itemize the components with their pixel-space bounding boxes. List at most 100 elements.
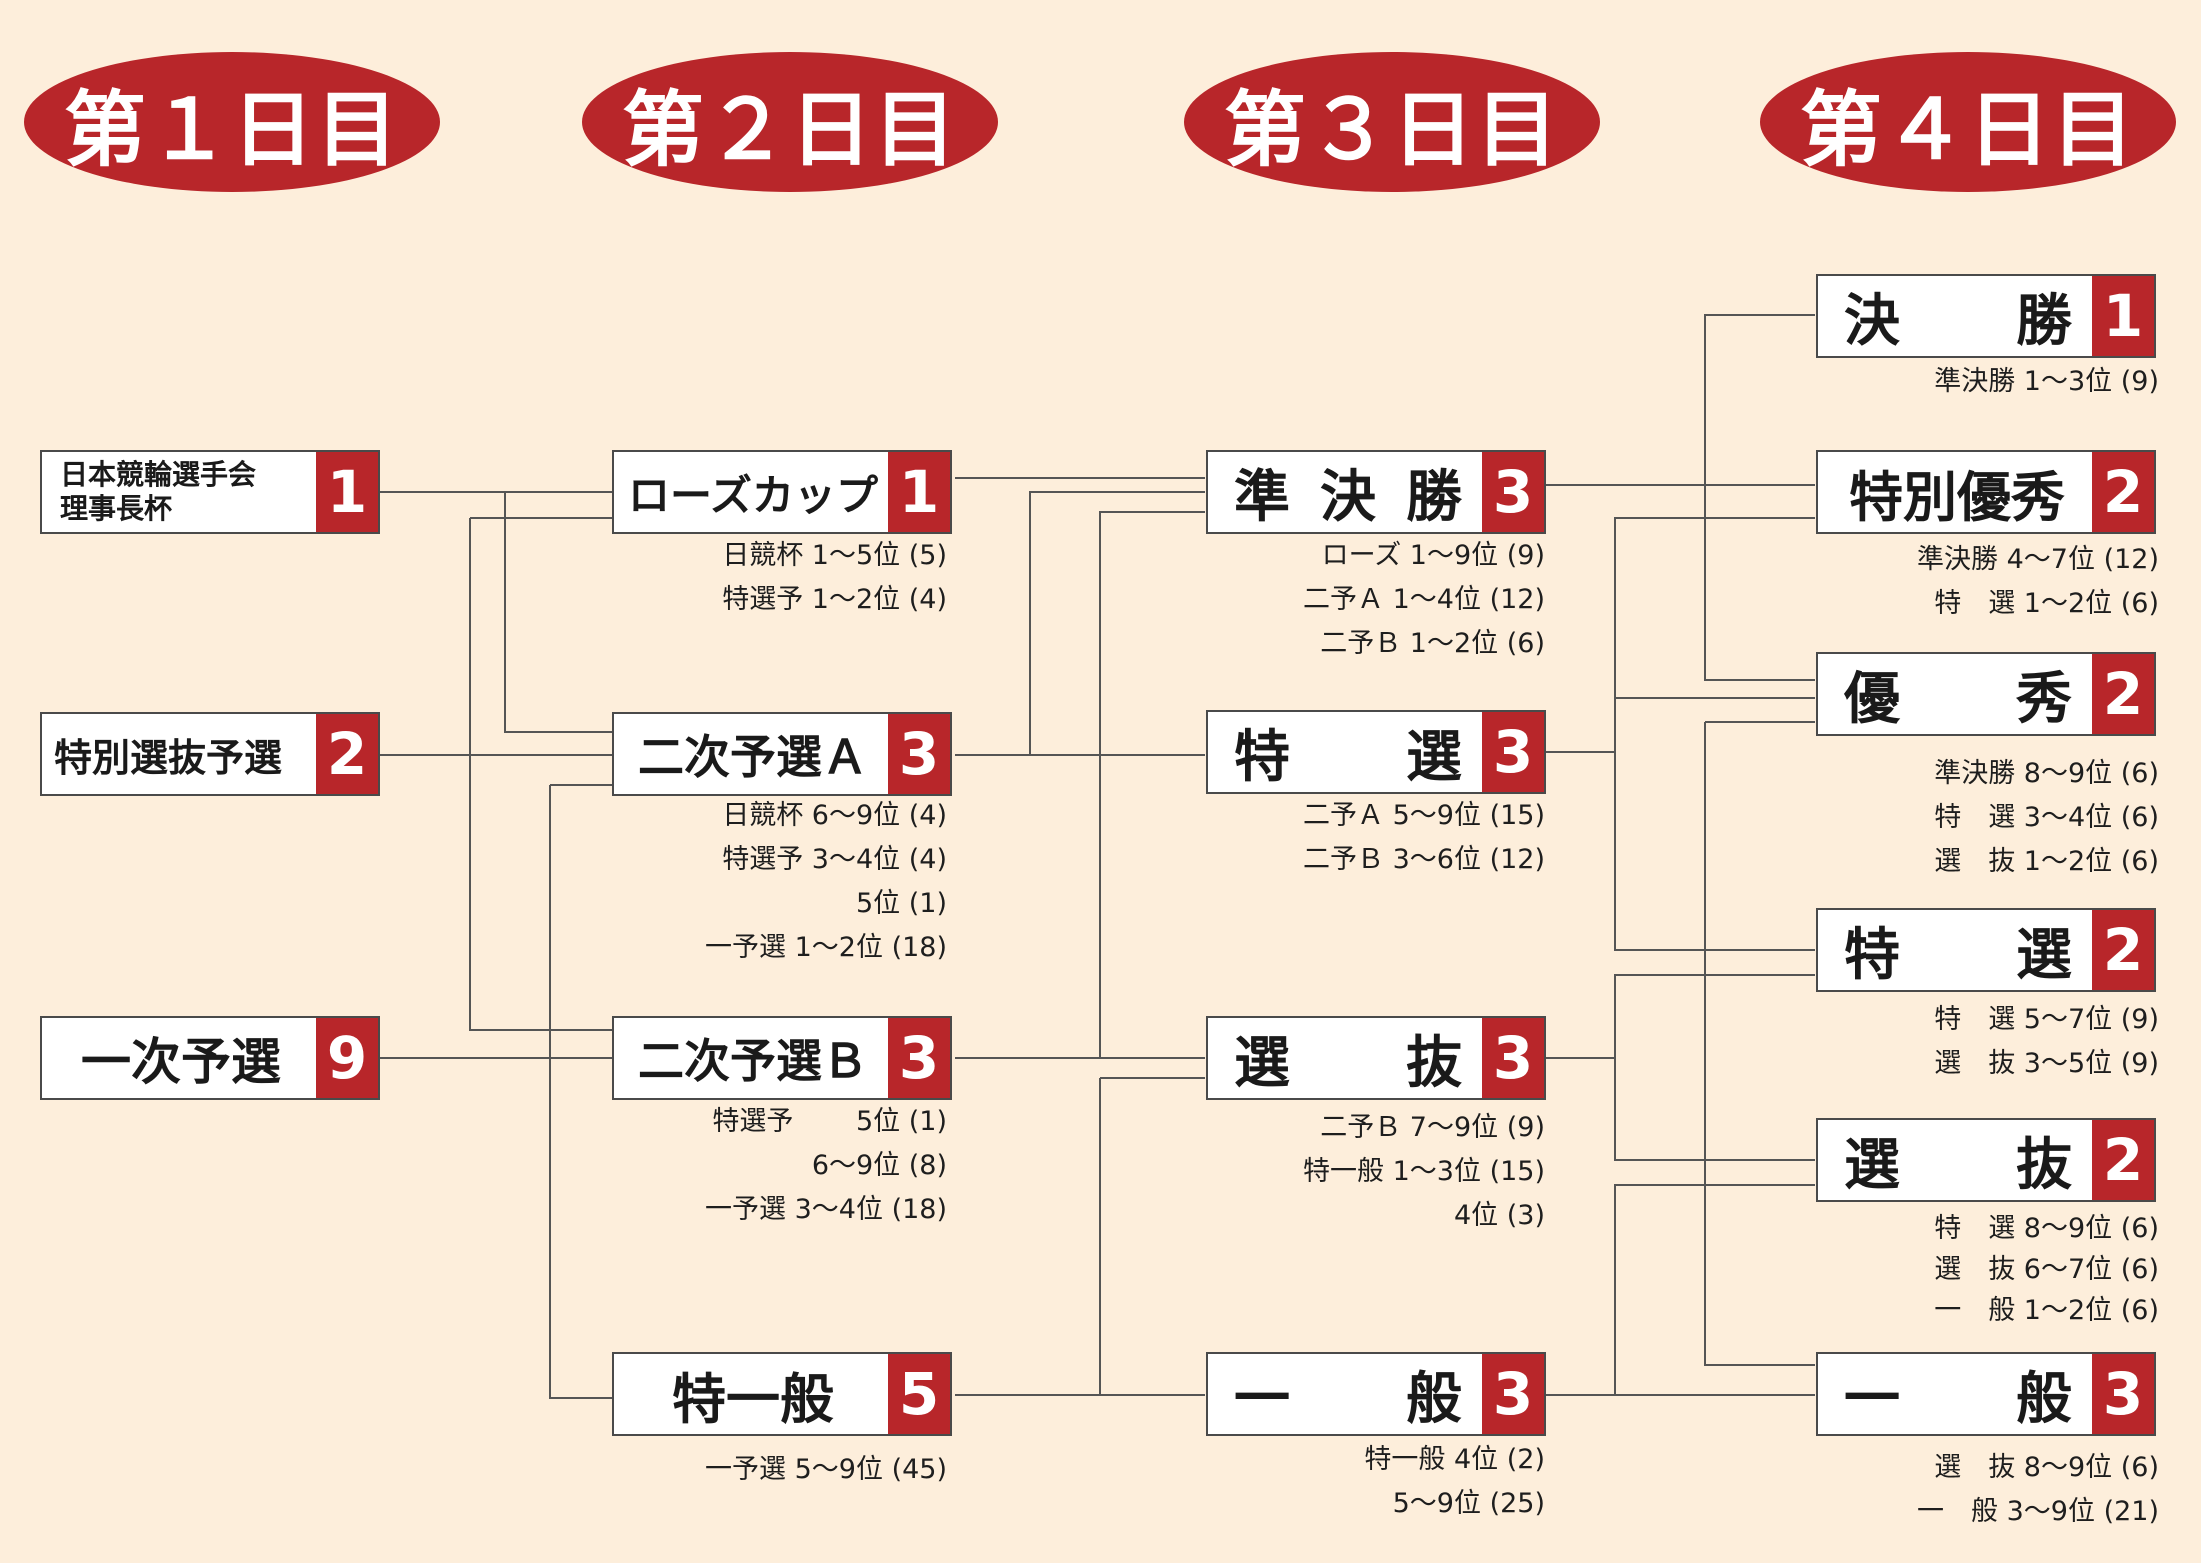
- race-count: 5: [888, 1354, 950, 1434]
- race-name-part: 般: [1406, 1366, 1462, 1432]
- connector-ichiji: [380, 784, 615, 1399]
- race-count: 3: [1482, 1018, 1544, 1098]
- race-count: 3: [2092, 1354, 2154, 1434]
- race-name-part: 般: [2016, 1366, 2072, 1432]
- race-name-part: 抜: [1406, 1030, 1462, 1096]
- connector-jun-kessho: [1545, 314, 1815, 681]
- race-name: 日本競輪選手会 理事長杯: [42, 452, 316, 532]
- race-name-part: 準: [1234, 464, 1290, 530]
- quals-tokusen-day3: 二予Ａ 5～9位 (15) 二予Ｂ 3～6位 (12): [1303, 794, 1545, 882]
- day-2-header: 第２日目: [582, 52, 998, 192]
- qual-line: 二予Ａ 1～4位 (12): [1303, 584, 1545, 615]
- race-name-part: 優: [1844, 666, 1900, 732]
- qual-line: 二予Ｂ 1～2位 (6): [1320, 628, 1545, 659]
- qual-line: 一 般 1～2位 (6): [1934, 1295, 2159, 1326]
- race-name: ローズカップ: [628, 470, 878, 520]
- race-kessho: 決 勝 1: [1816, 274, 2156, 358]
- connector-tokusen-yosen: [380, 518, 615, 756]
- quals-senbatsu-day3: 二予Ｂ 7～9位 (9) 特一般 1～3位 (15) 4位 (3): [1303, 1106, 1545, 1238]
- race-name: 一 般: [1818, 1354, 2092, 1434]
- qual-line: 選 抜 1～2位 (6): [1934, 846, 2159, 877]
- race-name: 特 選: [1208, 712, 1482, 792]
- race-count: 3: [888, 1018, 950, 1098]
- race-toku-ippan: 特一般 5: [612, 1352, 952, 1436]
- race-name-part: 特: [1234, 724, 1290, 790]
- qual-line: 日競杯 1～5位 (5): [722, 540, 947, 571]
- race-name: 選 抜: [1818, 1120, 2092, 1200]
- race-name-part: 選: [1234, 1030, 1290, 1096]
- qual-line: 5位 (1): [855, 888, 947, 919]
- day-4-label: 第４日目: [1799, 81, 2136, 178]
- race-jun-kessho: 準 決 勝 3: [1206, 450, 1546, 534]
- day-1-header: 第１日目: [24, 52, 440, 192]
- connector-tokusen3: [1545, 517, 1815, 951]
- race-name: 特一般: [672, 1367, 834, 1431]
- qual-line: 準決勝 8～9位 (6): [1934, 758, 2159, 789]
- qual-line: 二予Ａ 5～9位 (15): [1303, 800, 1545, 831]
- race-name-part: 選: [2016, 922, 2072, 988]
- qual-line: 6～9位 (8): [811, 1150, 947, 1181]
- qual-line: 特一般 4位 (2): [1364, 1444, 1545, 1475]
- race-name-line1: 日本競輪選手会: [60, 458, 257, 491]
- race-name: 準 決 勝: [1208, 452, 1482, 532]
- qual-line: 5～9位 (25): [1392, 1488, 1545, 1519]
- race-count: 9: [316, 1018, 378, 1098]
- race-yushu: 優 秀 2: [1816, 652, 2156, 736]
- race-count: 3: [1482, 452, 1544, 532]
- race-name-part: 勝: [1406, 464, 1462, 530]
- quals-jun-kessho: ローズ 1～9位 (9) 二予Ａ 1～4位 (12) 二予Ｂ 1～2位 (6): [1303, 534, 1545, 666]
- qual-line: 準決勝 4～7位 (12): [1917, 544, 2159, 575]
- race-tokusen-day4: 特 選 2: [1816, 908, 2156, 992]
- race-name-part: 選: [1844, 1132, 1900, 1198]
- qual-line: 一 般 3～9位 (21): [1917, 1496, 2159, 1527]
- race-count: 1: [888, 452, 950, 532]
- quals-niji-b: 特選予 5位 (1) 6～9位 (8) 一予選 3～4位 (18): [705, 1100, 947, 1232]
- race-name: 選 抜: [1208, 1018, 1482, 1098]
- race-count: 2: [2092, 452, 2154, 532]
- quals-ippan-day4: 選 抜 8～9位 (6) 一 般 3～9位 (21): [1917, 1446, 2159, 1534]
- race-name-part: 勝: [2016, 288, 2072, 354]
- qual-line: 4位 (3): [1453, 1200, 1545, 1231]
- day-4-header: 第４日目: [1760, 52, 2176, 192]
- quals-kessho: 準決勝 1～3位 (9): [1934, 360, 2159, 404]
- quals-rose-cup: 日競杯 1～5位 (5) 特選予 1～2位 (4): [722, 534, 947, 622]
- quals-tokusen-day4: 特 選 5～7位 (9) 選 抜 3～5位 (9): [1934, 998, 2159, 1086]
- race-name-part: 特: [1844, 922, 1900, 988]
- qual-line: 二予Ｂ 3～6位 (12): [1303, 844, 1545, 875]
- race-niji-a: 二次予選Ａ 3: [612, 712, 952, 796]
- race-count: 3: [888, 714, 950, 794]
- quals-toku-ippan: 一予選 5～9位 (45): [705, 1448, 947, 1492]
- quals-niji-a: 日競杯 6～9位 (4) 特選予 3～4位 (4) 5位 (1) 一予選 1～2…: [705, 794, 947, 970]
- qual-line: 選 抜 8～9位 (6): [1934, 1452, 2159, 1483]
- connector-tokusen-yosen-branch: [469, 517, 615, 1031]
- race-name: 特 選: [1818, 910, 2092, 990]
- race-ippan-day4: 一 般 3: [1816, 1352, 2156, 1436]
- race-tokusen-day3: 特 選 3: [1206, 710, 1546, 794]
- race-nikkeihai: 日本競輪選手会 理事長杯 1: [40, 450, 380, 534]
- race-name-part: 一: [1234, 1366, 1290, 1432]
- quals-tokubetsu-yushu: 準決勝 4～7位 (12) 特 選 1～2位 (6): [1917, 538, 2159, 626]
- connector-nikkeihai: [380, 491, 615, 733]
- qual-line: 特 選 8～9位 (6): [1934, 1213, 2159, 1244]
- race-count: 2: [2092, 910, 2154, 990]
- race-count: 1: [316, 452, 378, 532]
- connector-senbatsu3: [1545, 721, 1815, 1366]
- qual-line: 準決勝 1～3位 (9): [1934, 366, 2159, 397]
- qual-line: 特一般 1～3位 (15): [1303, 1156, 1545, 1187]
- race-rose-cup: ローズカップ 1: [612, 450, 952, 534]
- race-name: 特別選抜予選: [54, 735, 283, 780]
- race-name: 決 勝: [1818, 276, 2092, 356]
- qual-line: 特 選 3～4位 (6): [1934, 802, 2159, 833]
- race-name: 一次予選: [81, 1033, 281, 1091]
- race-count: 1: [2092, 276, 2154, 356]
- connector-ippan3: [1545, 1184, 1815, 1396]
- race-count: 2: [316, 714, 378, 794]
- qual-line: 一予選 3～4位 (18): [705, 1194, 947, 1225]
- race-count: 2: [2092, 1120, 2154, 1200]
- race-name: 二次予選Ｂ: [638, 1034, 868, 1088]
- race-count: 2: [2092, 654, 2154, 734]
- race-name: 一 般: [1208, 1354, 1482, 1434]
- connector-niji-b: [955, 511, 1205, 1059]
- qual-line: 特選予 1～2位 (4): [722, 584, 947, 615]
- quals-senbatsu-day4: 特 選 8～9位 (6) 選 抜 6～7位 (6) 一 般 1～2位 (6): [1934, 1208, 2159, 1331]
